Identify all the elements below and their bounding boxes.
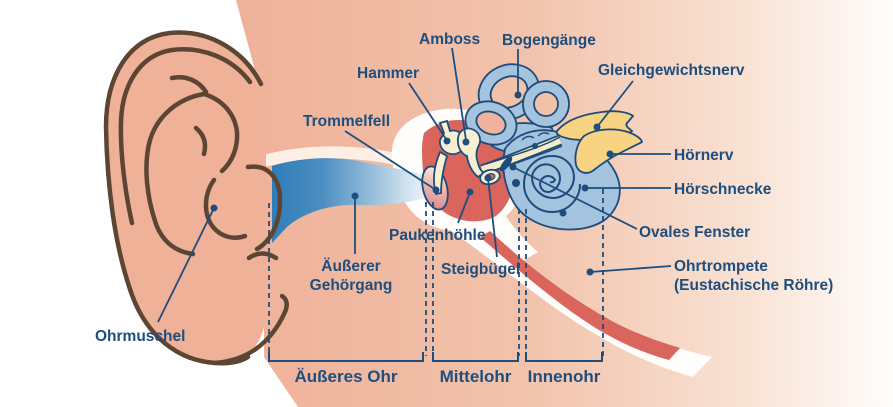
label-hoerschnecke: Hörschnecke bbox=[674, 181, 772, 198]
label-trommelfell: Trommelfell bbox=[303, 113, 390, 130]
region-dividers bbox=[268, 189, 604, 356]
earlobe-outline bbox=[211, 293, 289, 366]
concha-curve bbox=[203, 177, 248, 240]
label-ohrtrompete: Ohrtrompete (Eustachische Röhre) bbox=[674, 257, 833, 295]
leader-lines bbox=[157, 47, 672, 323]
label-mittelohr: Mittelohr bbox=[439, 367, 512, 386]
label-aeusserer-gehoergang-line2: Gehörgang bbox=[309, 277, 393, 294]
ampulla-marks bbox=[521, 132, 550, 141]
label-bogengaenge: Bogengänge bbox=[502, 32, 596, 49]
ear-canal bbox=[272, 158, 429, 243]
label-ohrtrompete-line1: Ohrtrompete bbox=[674, 258, 768, 275]
label-aeusserer-gehoergang: Äußerer Gehörgang bbox=[296, 257, 406, 295]
nerve-striations bbox=[479, 134, 563, 177]
label-paukenhoehle: Paukenhöhle bbox=[389, 227, 486, 244]
hammer-shape bbox=[433, 150, 449, 196]
inner-ear-dots bbox=[512, 143, 567, 217]
antihelix-branch bbox=[201, 91, 240, 174]
region-brackets bbox=[268, 352, 603, 362]
oval-window-footplate bbox=[499, 156, 513, 172]
label-hoernerv: Hörnerv bbox=[674, 147, 734, 164]
antihelix-curve bbox=[144, 91, 207, 257]
label-aeusseres-ohr: Äußeres Ohr bbox=[294, 367, 398, 386]
label-ovales-fenster: Ovales Fenster bbox=[639, 224, 751, 241]
label-hammer: Hammer bbox=[357, 65, 420, 82]
label-ohrtrompete-line2: (Eustachische Röhre) bbox=[674, 277, 834, 294]
label-aeusserer-gehoergang-line1: Äußerer bbox=[321, 258, 381, 275]
label-gleichgewichtsnerv: Gleichgewichtsnerv bbox=[598, 62, 745, 79]
label-innenohr: Innenohr bbox=[527, 367, 601, 386]
label-ohrmuschel: Ohrmuschel bbox=[95, 328, 186, 345]
helix-top-curl bbox=[169, 75, 209, 95]
helix-ridge bbox=[118, 47, 253, 226]
antitragus-curve bbox=[246, 251, 279, 261]
outer-ear-drawing bbox=[103, 30, 289, 366]
inner-fold bbox=[193, 125, 208, 157]
label-steigbuegel: Steigbügel bbox=[441, 261, 521, 278]
tragus-curve bbox=[245, 164, 283, 252]
eustachian-tube bbox=[480, 231, 680, 360]
cochlea-spiral bbox=[523, 154, 581, 213]
label-amboss: Amboss bbox=[419, 31, 481, 48]
